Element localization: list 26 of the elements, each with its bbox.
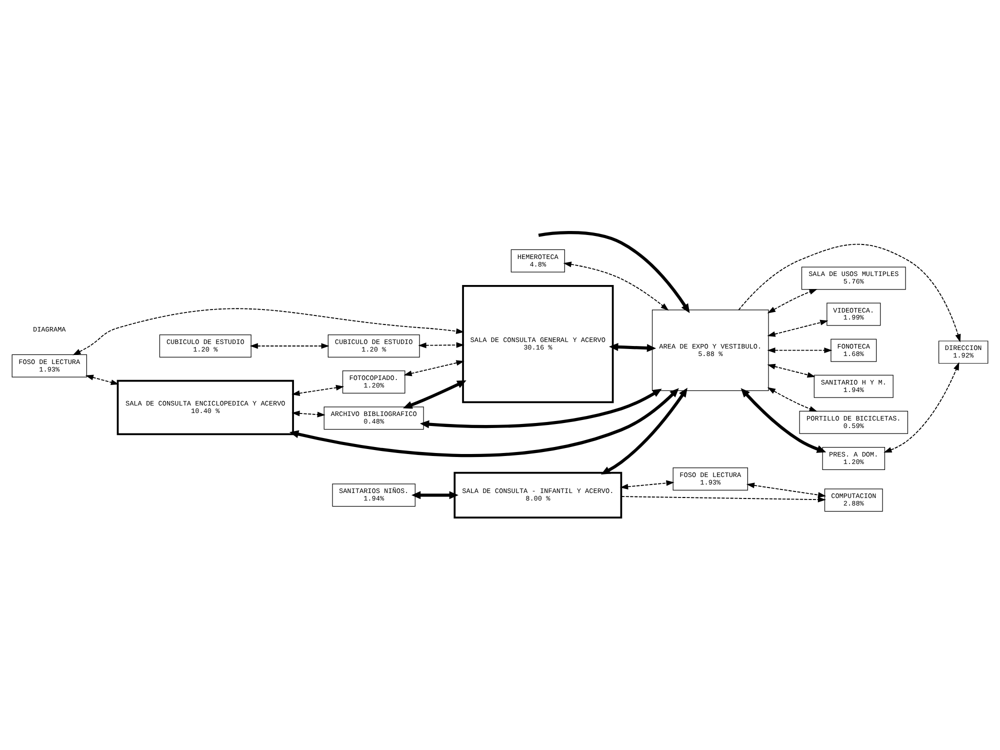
arrow [292, 384, 344, 396]
arrow [600, 388, 688, 475]
arrow [420, 388, 662, 428]
arrow [609, 343, 656, 352]
arrow [621, 496, 826, 502]
arrow [289, 388, 679, 458]
arrow [418, 342, 464, 348]
arrow [767, 387, 818, 412]
arrow [884, 362, 960, 453]
arrow [767, 364, 816, 378]
arrow [411, 491, 458, 500]
arrow [740, 388, 826, 453]
arrow [738, 244, 961, 342]
arrow [292, 410, 326, 418]
arrow [404, 360, 464, 376]
arrow [767, 347, 832, 354]
arrow [767, 320, 828, 337]
arrow [402, 380, 466, 409]
arrow [538, 231, 690, 314]
arrow [620, 480, 674, 490]
arrow [72, 308, 464, 356]
arrow [85, 374, 119, 386]
arrow [250, 343, 330, 349]
arrow [563, 262, 669, 311]
arrow [767, 288, 818, 314]
arrow [746, 482, 826, 498]
